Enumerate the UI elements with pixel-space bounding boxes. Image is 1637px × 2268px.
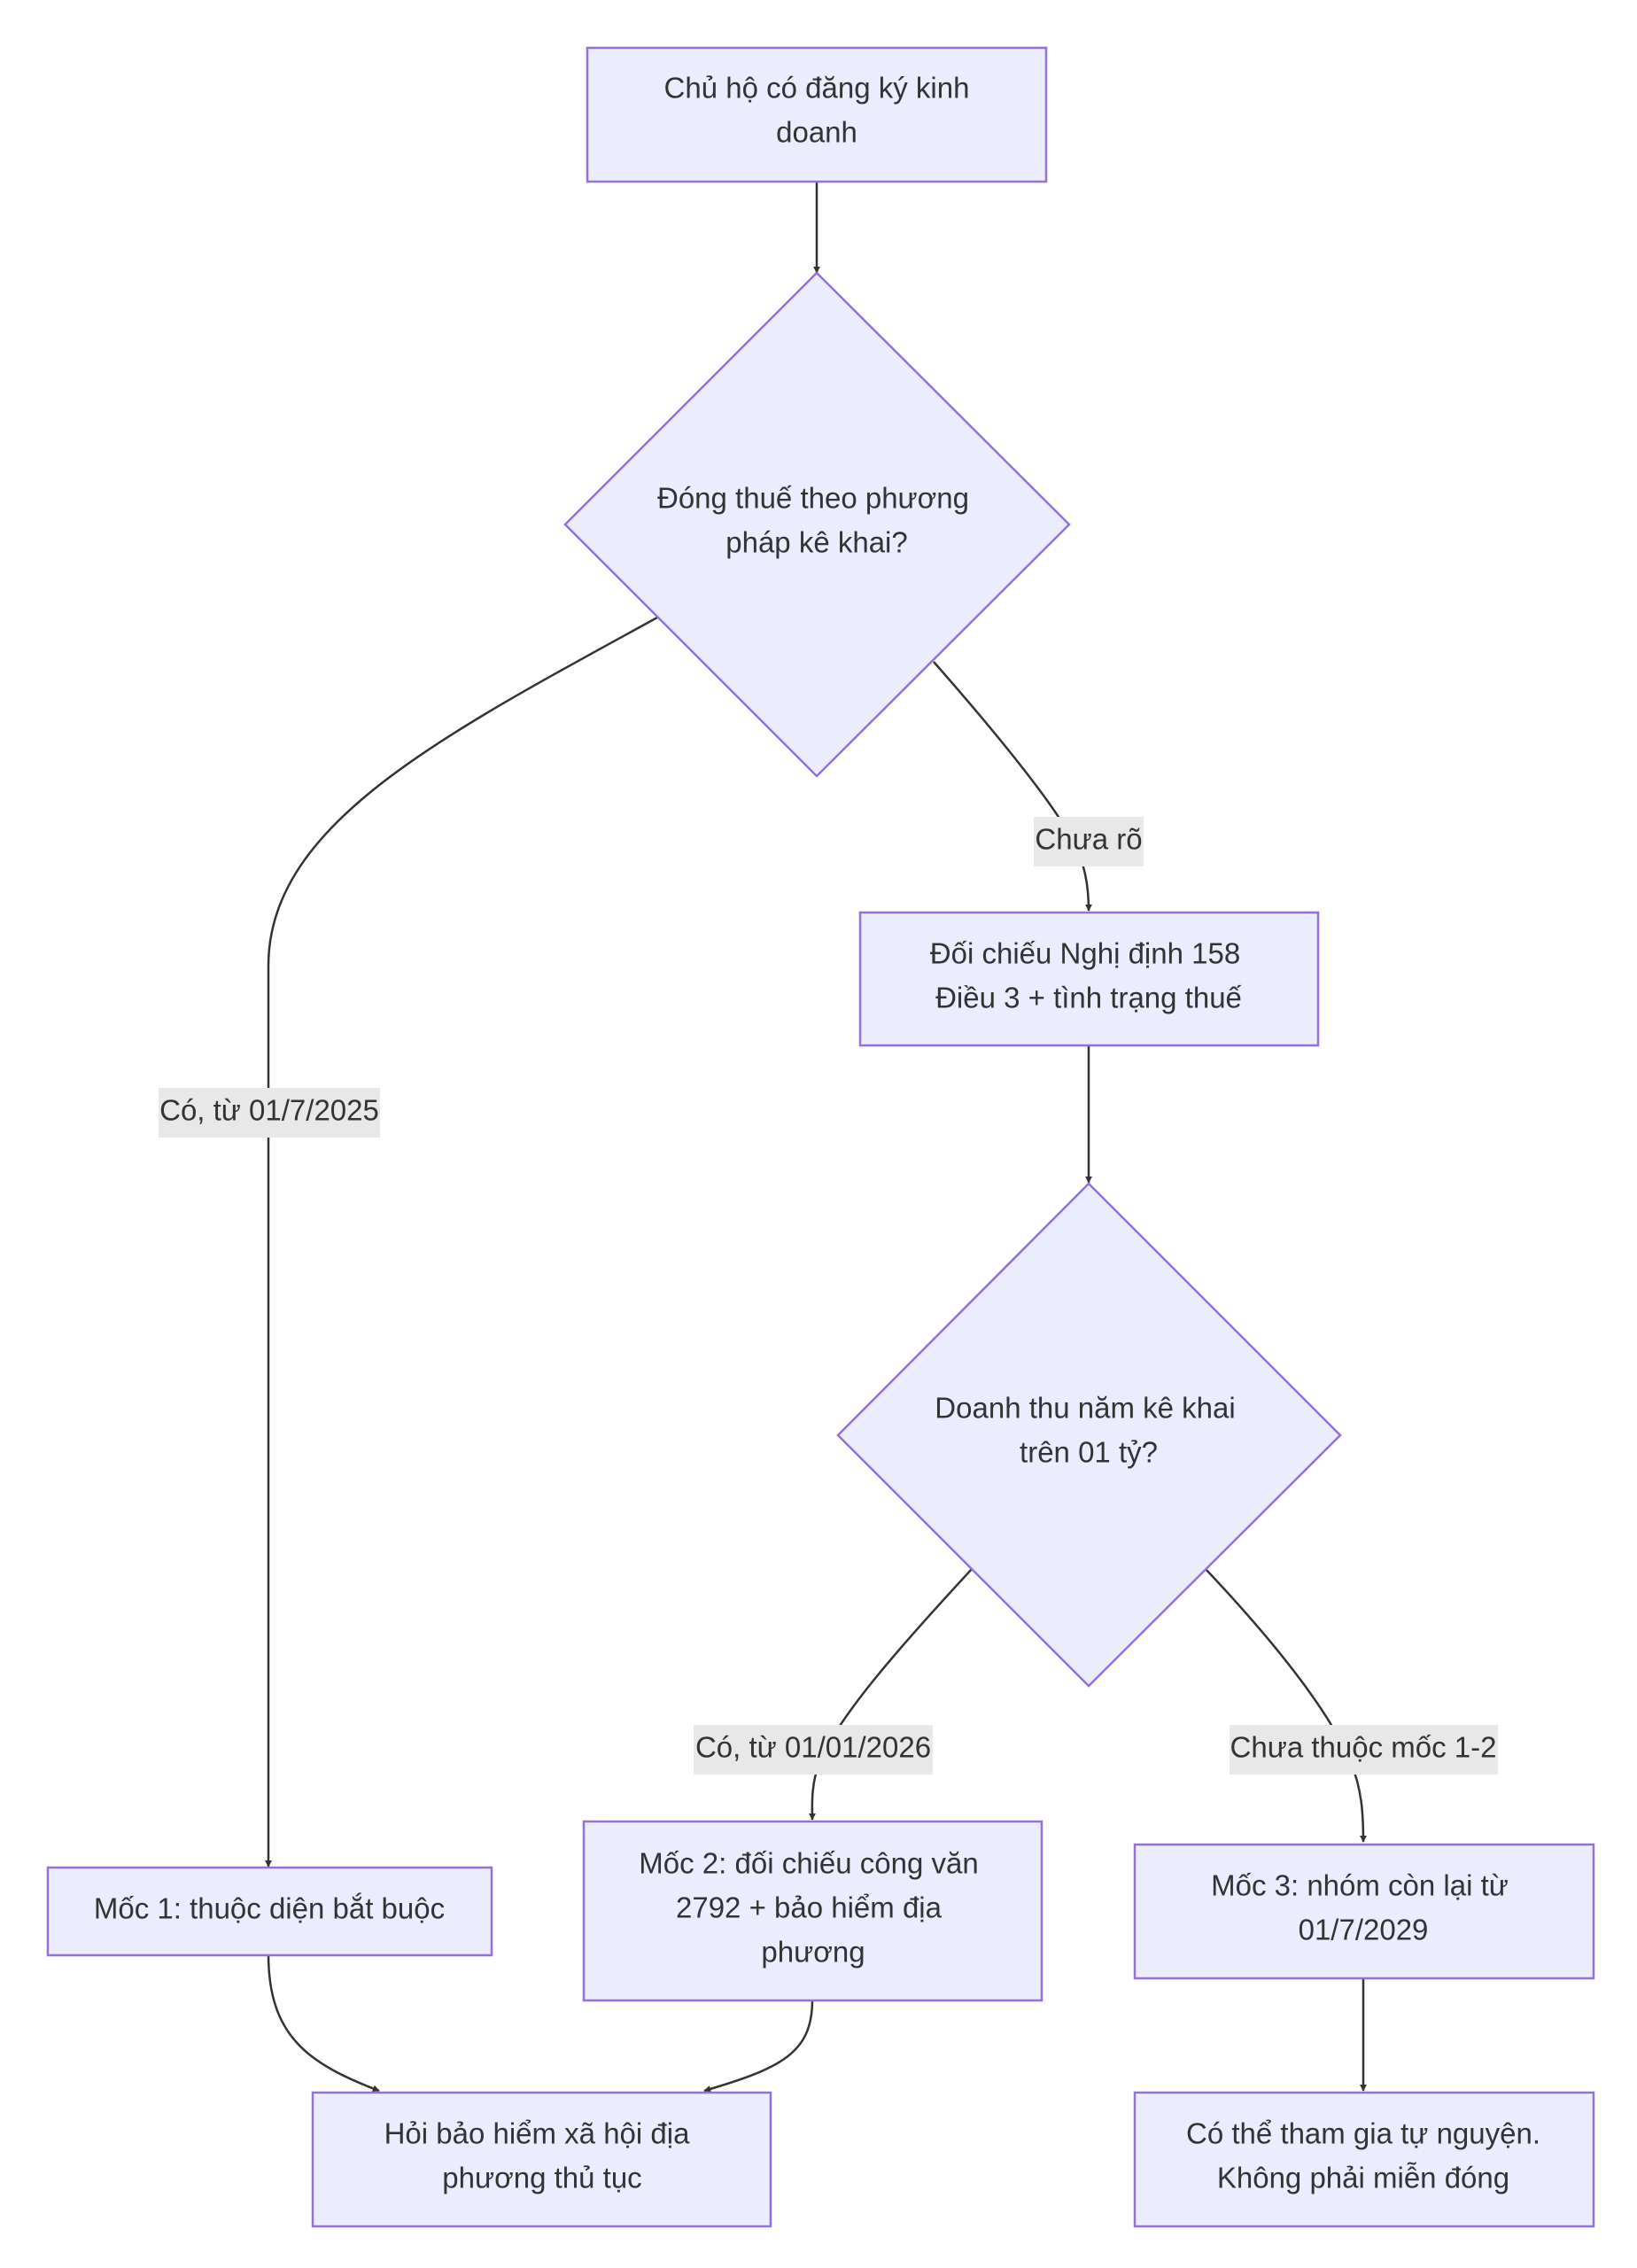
- node-voluntary: Có thể tham gia tự nguyện. Không phải mi…: [1133, 2091, 1595, 2228]
- svg-text:2792 + bảo hiểm địa: 2792 + bảo hiểm địa: [676, 1891, 943, 1924]
- svg-text:Điều 3 + tình trạng thuế: Điều 3 + tình trạng thuế: [935, 982, 1242, 1014]
- edge-labels: Chưa rõ Có, từ 01/7/2025 Có, từ 01/01/20…: [159, 817, 1498, 1775]
- nodes: Chủ hộ có đăng ký kinh doanh Đóng thuế t…: [46, 46, 1595, 2228]
- node-compare-decree: Đối chiếu Nghị định 158 Điều 3 + tình tr…: [858, 911, 1320, 1047]
- decision-tax-method: Đóng thuế theo phương pháp kê khai?: [563, 271, 1071, 778]
- edge-label-yes-2025: Có, từ 01/7/2025: [159, 1088, 380, 1138]
- edge-label-not-1-2: Chưa thuộc mốc 1-2: [1230, 1725, 1498, 1775]
- svg-text:Không phải miễn đóng: Không phải miễn đóng: [1217, 2162, 1509, 2194]
- edge-label-unclear: Chưa rõ: [1034, 817, 1144, 866]
- svg-text:Chưa rõ: Chưa rõ: [1035, 823, 1142, 856]
- svg-text:Có, từ 01/7/2025: Có, từ 01/7/2025: [159, 1094, 379, 1127]
- svg-text:Mốc 1: thuộc diện bắt buộc: Mốc 1: thuộc diện bắt buộc: [94, 1892, 445, 1925]
- svg-text:01/7/2029: 01/7/2029: [1299, 1914, 1429, 1946]
- edge-revenue-to-milestone-3: [1204, 1567, 1367, 1843]
- svg-text:Chưa thuộc mốc 1-2: Chưa thuộc mốc 1-2: [1230, 1731, 1497, 1764]
- edge-revenue-to-milestone-2: [808, 1567, 974, 1821]
- edge-milestone-2-to-ask-insurance: [703, 2000, 814, 2093]
- svg-text:Mốc 3: nhóm còn lại từ: Mốc 3: nhóm còn lại từ: [1211, 1869, 1509, 1902]
- svg-text:trên 01 tỷ?: trên 01 tỷ?: [1020, 1436, 1158, 1469]
- svg-text:Mốc 2: đối chiếu công văn: Mốc 2: đối chiếu công văn: [639, 1847, 978, 1880]
- edge-milestone-1-to-ask-insurance: [267, 1953, 380, 2093]
- svg-text:Doanh thu năm kê khai: Doanh thu năm kê khai: [935, 1392, 1235, 1425]
- edge-label-yes-2026: Có, từ 01/01/2026: [694, 1725, 933, 1775]
- node-milestone-1: Mốc 1: thuộc diện bắt buộc: [46, 1866, 493, 1957]
- svg-text:Đối chiếu Nghị định 158: Đối chiếu Nghị định 158: [930, 937, 1240, 970]
- edge-tax-method-to-compare-decree: [933, 661, 1092, 912]
- svg-text:Có, từ 01/01/2026: Có, từ 01/01/2026: [695, 1731, 931, 1764]
- svg-text:Đóng thuế theo phương: Đóng thuế theo phương: [657, 482, 969, 515]
- svg-text:Chủ hộ có đăng ký kinh: Chủ hộ có đăng ký kinh: [664, 72, 970, 105]
- edge-tax-method-to-milestone-1: [265, 616, 658, 1868]
- svg-text:Hỏi bảo hiểm xã hội địa: Hỏi bảo hiểm xã hội địa: [384, 2117, 691, 2150]
- svg-text:phương thủ tục: phương thủ tục: [442, 2162, 641, 2194]
- node-milestone-2: Mốc 2: đối chiếu công văn 2792 + bảo hiể…: [582, 1820, 1043, 2002]
- decision-revenue: Doanh thu năm kê khai trên 01 tỷ?: [836, 1182, 1342, 1688]
- svg-text:phương: phương: [761, 1936, 865, 1969]
- svg-text:pháp kê khai?: pháp kê khai?: [725, 526, 908, 559]
- node-start: Chủ hộ có đăng ký kinh doanh: [586, 46, 1048, 183]
- node-ask-insurance: Hỏi bảo hiểm xã hội địa phương thủ tục: [311, 2091, 772, 2228]
- svg-text:doanh: doanh: [776, 116, 857, 149]
- node-milestone-3: Mốc 3: nhóm còn lại từ 01/7/2029: [1133, 1843, 1595, 1980]
- svg-text:Có thể tham gia tự nguyện.: Có thể tham gia tự nguyện.: [1186, 2117, 1540, 2150]
